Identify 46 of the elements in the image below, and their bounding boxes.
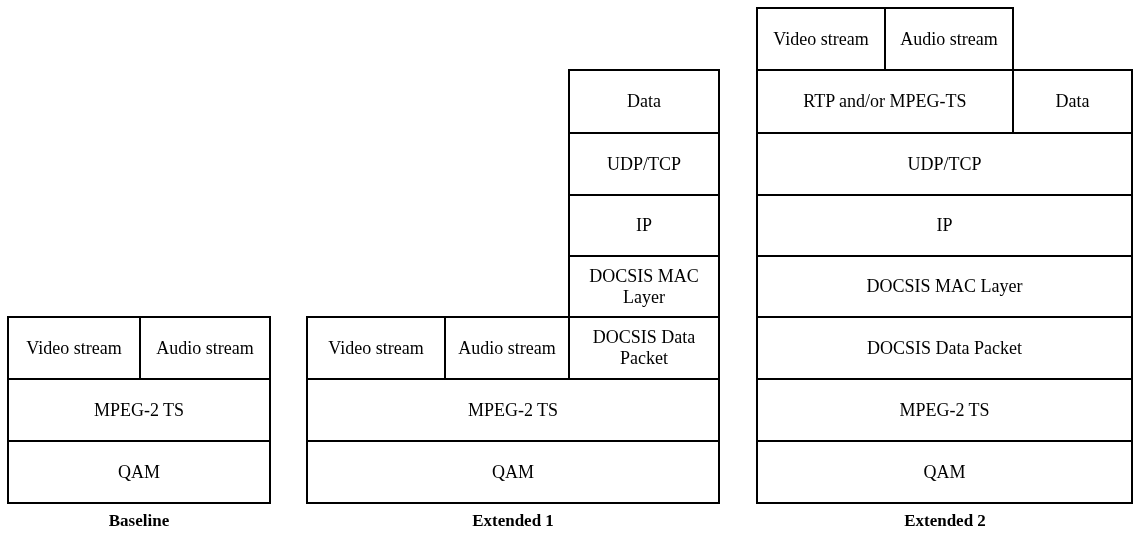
layer-label: MPEG-2 TS [467,399,559,421]
layer-box [756,132,1133,196]
layer-label: Audio stream [458,337,556,359]
layer-label: QAM [923,461,966,483]
layer-label: IP [636,215,652,236]
layer-label: UDP/TCP [907,153,982,175]
layer-box [756,7,886,71]
layer-box [568,69,720,134]
layer-box [306,440,720,504]
layer-label: IP [936,215,953,236]
layer-box [1012,69,1133,134]
stack-caption: Baseline [108,510,170,532]
stack-caption: Extended 1 [472,510,554,532]
layer-label: Data [627,91,661,112]
layer-box [306,378,720,442]
layer-box [756,316,1133,380]
layer-box [7,378,271,442]
layer-label: QAM [492,461,534,483]
layer-label: Video stream [328,337,424,359]
layer-box [756,255,1133,318]
layer-box [139,316,271,380]
layer-box [756,378,1133,442]
layer-label: RTP and/or MPEG-TS [803,91,967,112]
layer-label: DOCSIS Data Packet [867,337,1022,359]
layer-box [756,194,1133,257]
layer-label: Audio stream [156,337,254,359]
layer-box [884,7,1014,71]
layer-box [7,440,271,504]
layer-box [306,316,446,380]
layer-box [756,440,1133,504]
layer-box [568,255,720,318]
layer-label: DOCSIS MAC Layer [866,276,1023,297]
layer-label: Video stream [773,28,869,50]
layer-label: QAM [118,461,160,483]
layer-label: Audio stream [900,28,998,50]
layer-box [568,194,720,257]
layer-label: MPEG-2 TS [899,399,990,421]
layer-label: DOCSIS MAC Layer [588,265,700,308]
layer-box [568,132,720,196]
layer-box [7,316,141,380]
stack-caption: Extended 2 [904,510,986,532]
layer-label: MPEG-2 TS [93,399,185,421]
layer-label: DOCSIS Data Packet [591,327,697,369]
layer-label: UDP/TCP [607,153,681,175]
layer-label: Video stream [26,337,122,359]
layer-label: Data [1055,91,1090,112]
